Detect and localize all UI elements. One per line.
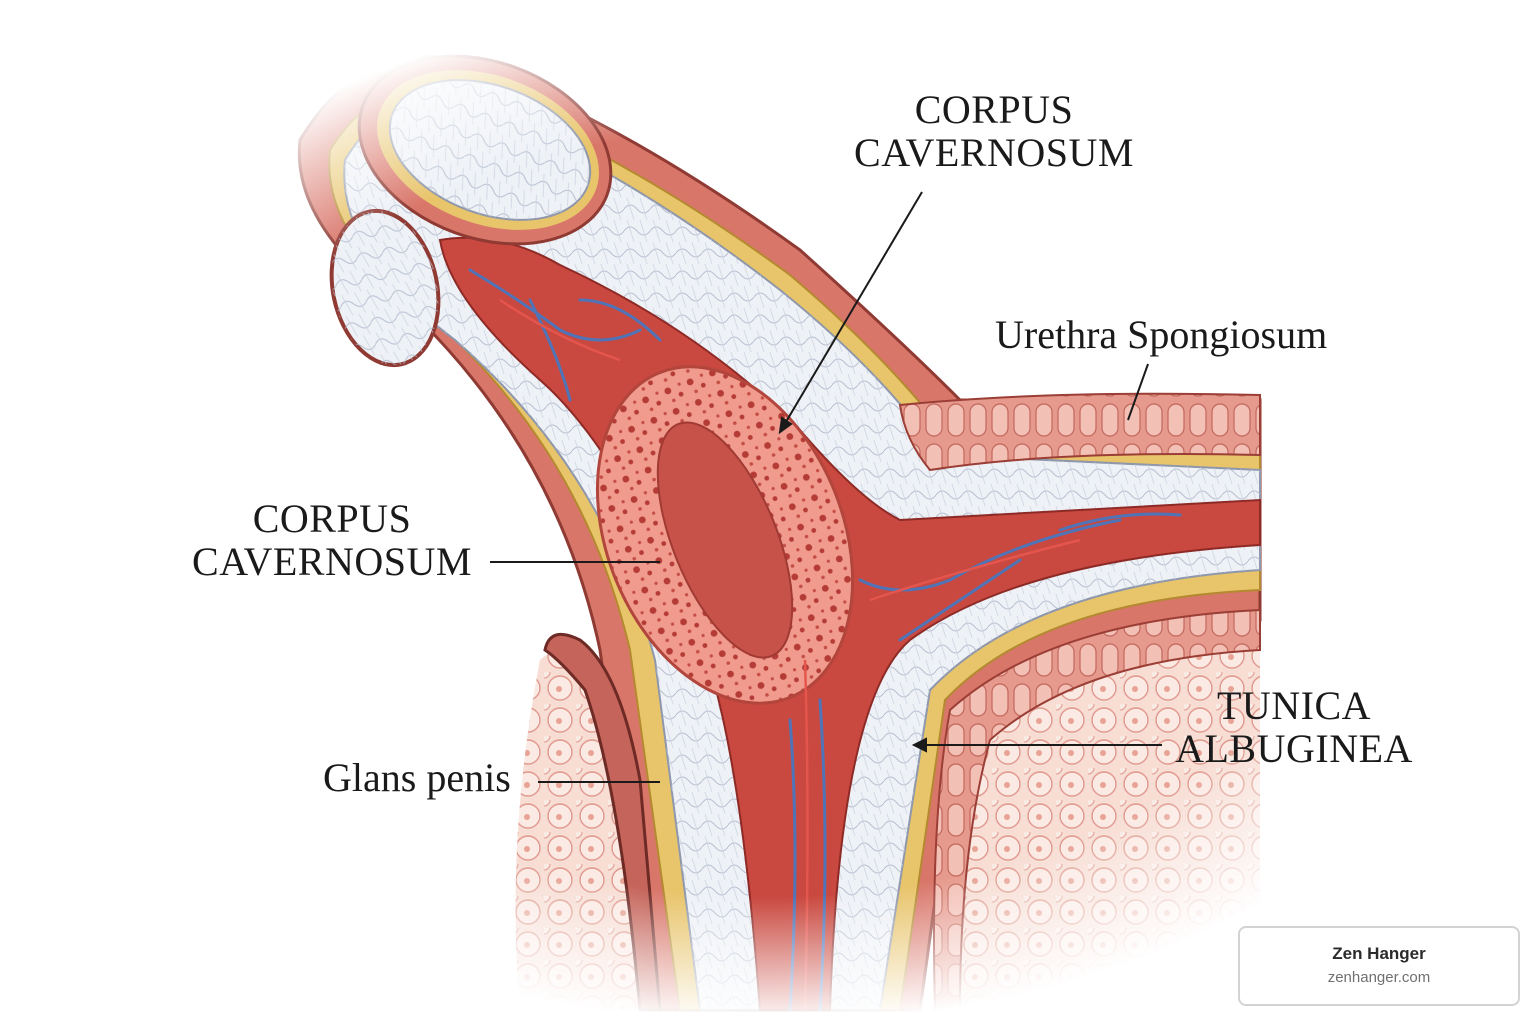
label-line: CAVERNOSUM [854,130,1134,176]
label-corpus-cavernosum-left: CORPUS CAVERNOSUM [186,496,478,585]
leader-corpus-top [779,191,923,433]
label-line: CORPUS [914,87,1074,132]
watermark-badge[interactable]: Zen Hanger zenhanger.com [1238,926,1520,1006]
badge-url[interactable]: zenhanger.com [1327,969,1431,986]
label-tunica-albuginea: TUNICA ALBUGINEA [1172,683,1416,772]
leader-urethra [1127,363,1149,421]
label-line: CORPUS [252,496,412,541]
badge-title: Zen Hanger [1332,944,1426,963]
label-glans-penis: Glans penis [323,755,511,800]
label-line: CAVERNOSUM [192,539,472,585]
label-line: TUNICA [1216,683,1372,728]
arrow-corpus-top [778,416,793,435]
label-corpus-cavernosum-top: CORPUS CAVERNOSUM [846,87,1142,176]
label-line: ALBUGINEA [1175,726,1413,772]
label-urethra-spongiosum: Urethra Spongiosum [995,312,1328,357]
arrow-tunica [911,737,927,753]
leader-lines [490,191,1162,783]
